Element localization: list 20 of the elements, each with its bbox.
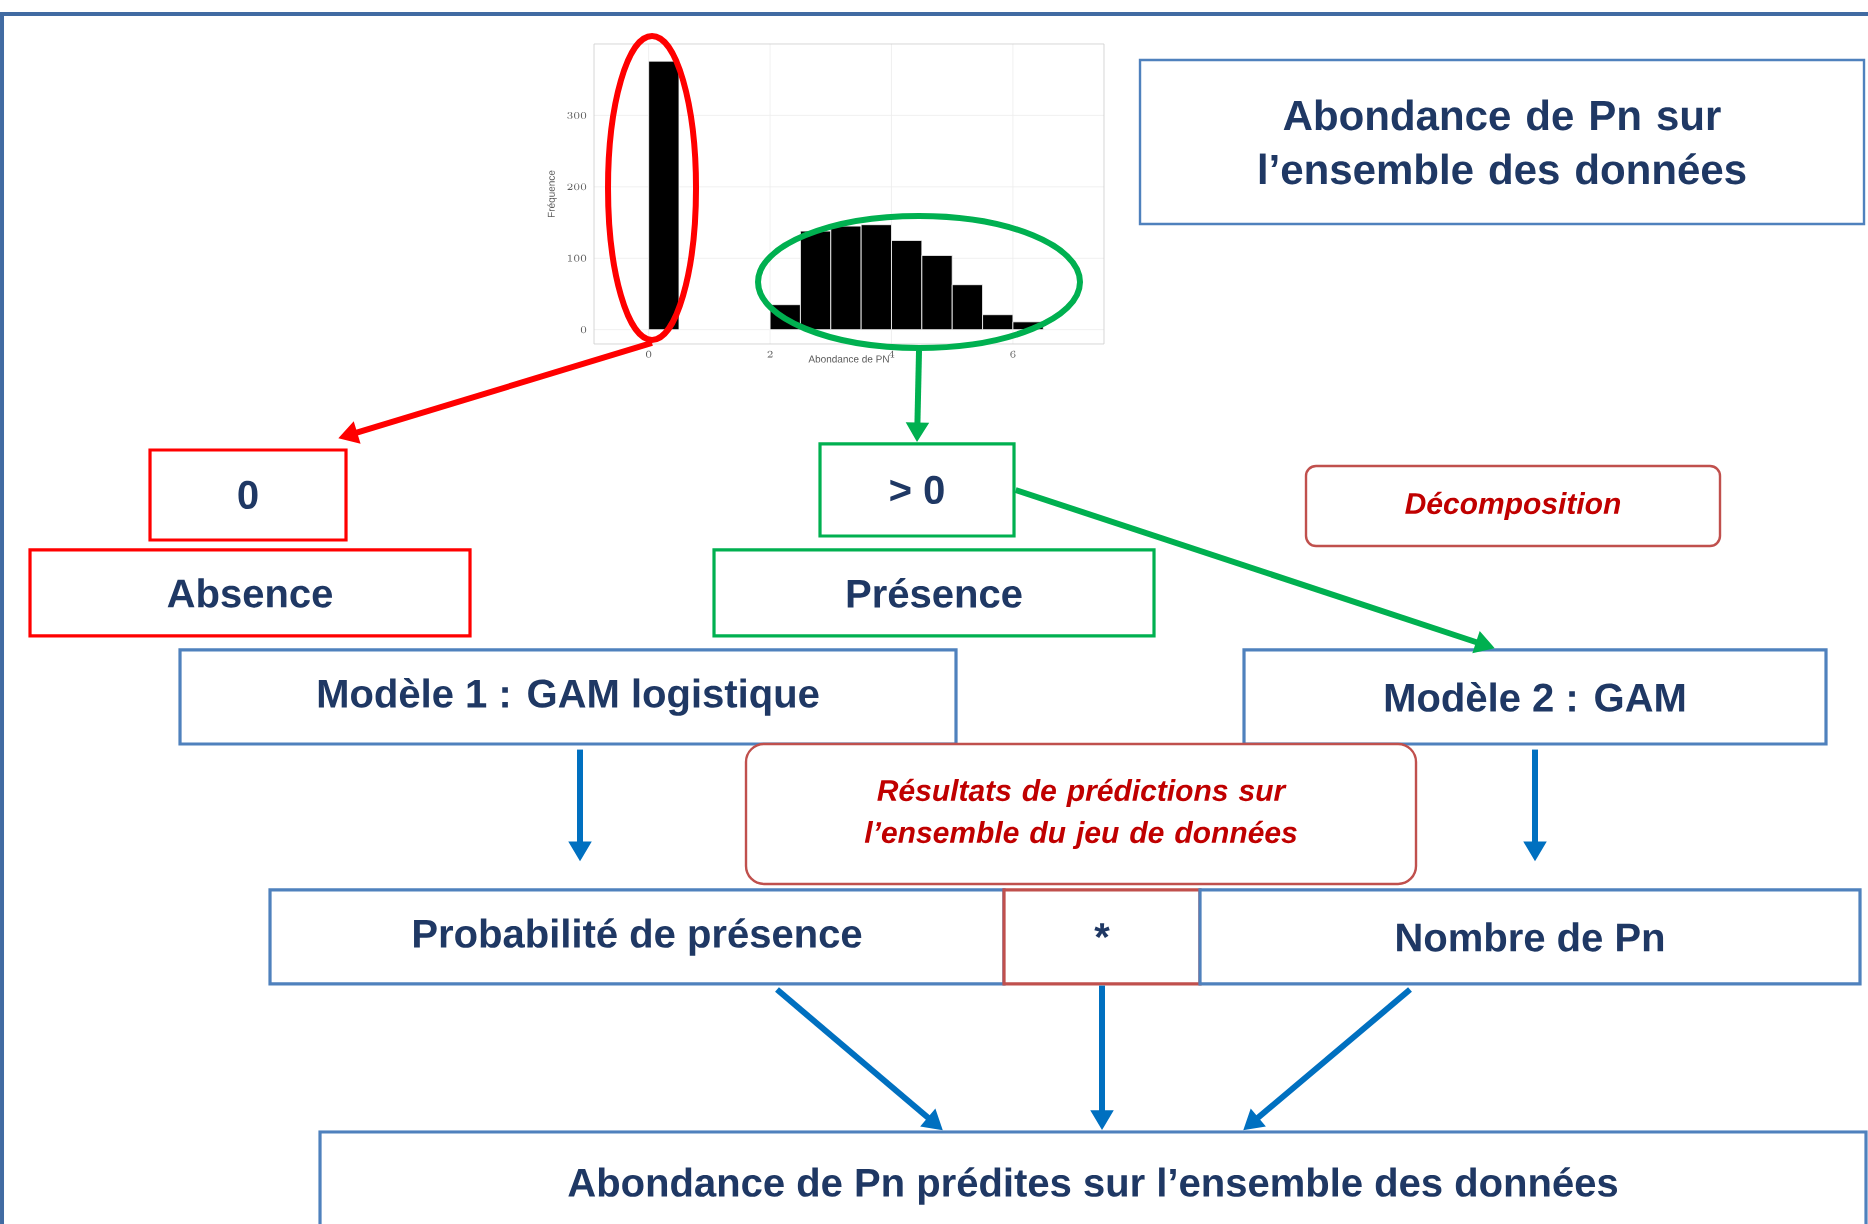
label-box: Présence — [712, 548, 1156, 638]
highlight-ellipse — [755, 212, 1083, 351]
highlight-ellipse — [605, 33, 699, 343]
bar — [800, 230, 832, 331]
label-box: Modèle 1 : GAM logistique — [178, 648, 958, 746]
bar — [921, 255, 953, 331]
label-box: * — [1002, 888, 1202, 986]
bar — [648, 60, 680, 331]
title-box: Abondance de Pn sur l’ensemble des données — [1138, 58, 1866, 226]
bar — [830, 225, 862, 331]
bar — [891, 240, 923, 331]
label-box: Abondance de Pn prédites sur l’ensemble des données — [318, 1130, 1868, 1224]
bar — [951, 284, 983, 331]
bar — [860, 224, 892, 331]
label-box: > 0 — [818, 442, 1016, 538]
label-box: Absence — [28, 548, 472, 638]
label-box: Modèle 2 : GAM — [1242, 648, 1828, 746]
note-box: Décomposition — [1304, 464, 1722, 548]
bar — [982, 314, 1014, 331]
label-box: 0 — [148, 448, 348, 542]
